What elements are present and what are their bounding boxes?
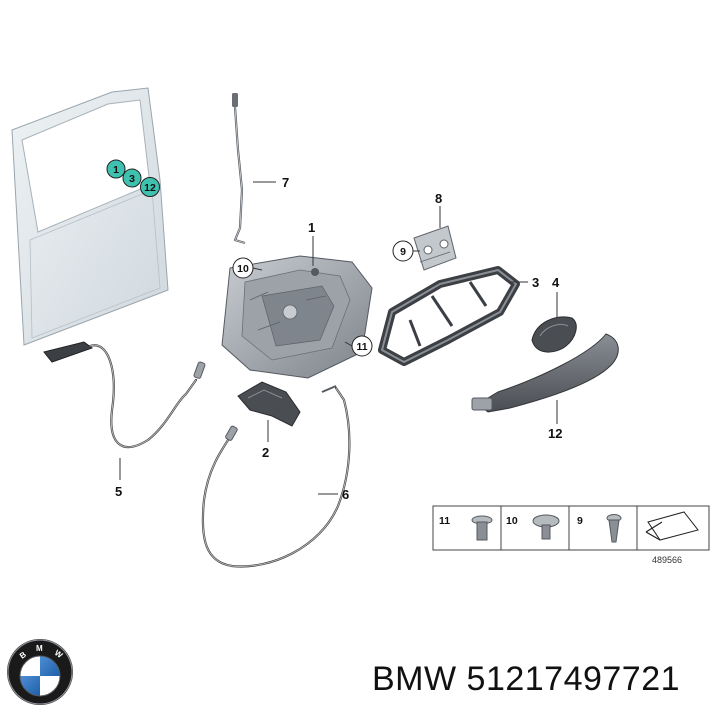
legend-label-11: 11	[439, 515, 450, 527]
bracket-callout-9: 9	[392, 240, 414, 262]
legend-label-9: 9	[577, 515, 583, 527]
door-callout-12: 12	[140, 177, 160, 197]
diagram-reference-number: 489566	[652, 555, 682, 565]
label-8: 8	[435, 191, 442, 206]
svg-text:B: B	[18, 650, 28, 661]
legend-label-10: 10	[506, 515, 518, 527]
part-number-title: BMW 51217497721	[372, 660, 681, 698]
fastener-legend: 11 10 9	[432, 505, 710, 551]
label-6: 6	[342, 487, 349, 502]
label-5: 5	[115, 484, 122, 499]
part-5-bowden-cable	[43, 341, 206, 449]
view-direction-arrow-icon	[645, 511, 699, 541]
door-callout-1: 1	[106, 159, 126, 179]
lock-callout-11-label: 11	[356, 341, 367, 353]
label-7: 7	[282, 175, 289, 190]
leader-10	[252, 267, 263, 271]
door-callout-12-label: 12	[144, 182, 156, 194]
part-8-bracket	[413, 225, 457, 271]
label-3: 3	[532, 275, 539, 290]
part-1-door-lock	[221, 255, 373, 379]
label-2: 2	[262, 445, 269, 460]
label-4: 4	[552, 275, 560, 290]
screw-10	[532, 514, 560, 540]
screw-9	[606, 514, 622, 543]
svg-text:M: M	[36, 644, 43, 653]
part-6-bowden-cable	[201, 385, 351, 568]
part-2-cable-holder	[237, 381, 301, 427]
part-7-operating-rod	[232, 93, 246, 245]
part-12-door-handle	[471, 333, 619, 413]
lock-callout-11: 11	[351, 335, 373, 357]
part-4-cover-cap	[531, 316, 577, 353]
door-callout-1-label: 1	[113, 164, 119, 176]
bracket-callout-9-label: 9	[400, 246, 406, 258]
label-12: 12	[548, 426, 562, 441]
leader-11	[344, 341, 353, 347]
lock-callout-10-label: 10	[237, 263, 249, 275]
rear-door-panel	[11, 87, 169, 346]
screw-11	[471, 515, 493, 541]
svg-text:W: W	[53, 648, 65, 660]
door-callout-3: 3	[122, 168, 142, 188]
label-1: 1	[308, 220, 315, 235]
door-callout-3-label: 3	[129, 173, 135, 185]
lock-callout-10: 10	[232, 257, 254, 279]
part-3-handle-carrier	[378, 266, 520, 366]
bmw-roundel-logo: B M W	[7, 639, 73, 705]
